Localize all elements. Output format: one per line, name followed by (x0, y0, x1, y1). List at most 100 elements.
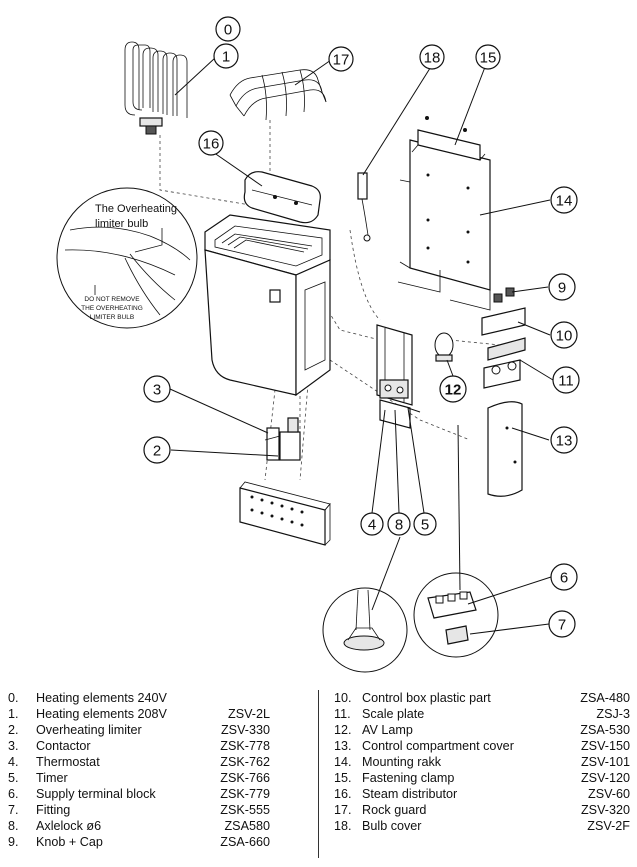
terminal-block-inset (413, 572, 499, 658)
part-number: 8. (8, 819, 19, 833)
part-number: 12. (334, 723, 352, 737)
parts-list-row: 8. Axlelock ø6 ZSA580 (8, 818, 270, 834)
part-number: 11. (334, 707, 351, 721)
callout-9-label: 9 (558, 280, 566, 297)
callout-16-label: 16 (203, 136, 220, 153)
callout-13-label: 13 (556, 433, 573, 450)
part-description: Fastening clamp (362, 771, 455, 785)
part-number: 5. (8, 771, 19, 785)
part-code: ZSK-762 (220, 755, 270, 769)
callout-5-label: 5 (421, 517, 429, 534)
part-number: 13. (334, 739, 352, 753)
inset-warning-line2: THE OVERHEATING (81, 305, 143, 312)
part-description: Scale plate (362, 707, 425, 721)
control-compartment-cover (487, 401, 523, 497)
part-description: Knob + Cap (36, 835, 103, 849)
heater-body (204, 214, 331, 397)
fastening-clamp (411, 116, 486, 161)
callout-7: 7 (548, 610, 576, 638)
callout-12: 12 (439, 375, 467, 403)
part-description: Overheating limiter (36, 723, 142, 737)
heating-elements (124, 41, 188, 135)
part-code: ZSV-2F (587, 819, 630, 833)
part-description: Heating elements 208V (36, 707, 167, 721)
part-number: 18. (334, 819, 352, 833)
part-description: Control box plastic part (362, 691, 491, 705)
parts-list-row: 4. Thermostat ZSK-762 (8, 754, 270, 770)
part-description: Mounting rakk (362, 755, 442, 769)
limiter-bulb-inset: The Overheating limiter bulb DO NOT REMO… (56, 187, 198, 329)
part-number: 0. (8, 691, 19, 705)
callout-6: 6 (550, 563, 578, 591)
part-code: ZSV-120 (580, 771, 630, 785)
part-description: AV Lamp (362, 723, 413, 737)
callout-14-label: 14 (556, 193, 573, 210)
callout-17: 17 (328, 46, 354, 72)
part-code: ZSV-330 (220, 723, 270, 737)
callout-17-label: 17 (333, 52, 350, 69)
callout-6-label: 6 (560, 570, 568, 587)
parts-list-row: 1. Heating elements 208V ZSV-2L (8, 706, 270, 722)
parts-list: 0.Heating elements 240V 1. Heating elemen… (0, 690, 637, 860)
callout-8-label: 8 (395, 517, 403, 534)
callout-leaders (169, 57, 554, 635)
callout-10: 10 (550, 321, 578, 349)
part-number: 10. (334, 691, 352, 705)
callout-14: 14 (550, 186, 578, 214)
callout-5: 5 (413, 512, 437, 536)
contactor-and-limiter (264, 417, 301, 461)
part-code: ZSK-766 (220, 771, 270, 785)
parts-list-row: 2. Overheating limiter ZSV-330 (8, 722, 270, 738)
callout-3-label: 3 (153, 382, 161, 399)
part-description: Control compartment cover (362, 739, 514, 753)
control-knobs-and-plates (481, 287, 526, 389)
part-description: Axlelock ø6 (36, 819, 102, 833)
parts-list-row: 11. Scale plate ZSJ-3 (334, 706, 630, 722)
part-code: ZSK-555 (220, 803, 270, 817)
part-number: 4. (8, 755, 19, 769)
control-box-frame (376, 324, 413, 429)
callout-11: 11 (552, 366, 580, 394)
part-code: ZSV-60 (588, 787, 630, 801)
part-description: Contactor (36, 739, 91, 753)
parts-list-row: 18. Bulb cover ZSV-2F (334, 818, 630, 834)
callout-13: 13 (550, 426, 578, 454)
part-number: 3. (8, 739, 19, 753)
av-lamp (434, 332, 454, 362)
part-description: Rock guard (362, 803, 427, 817)
mounting-rack (397, 139, 491, 311)
part-description: Thermostat (36, 755, 100, 769)
part-code: ZSJ-3 (596, 707, 630, 721)
callout-15: 15 (475, 44, 501, 70)
parts-list-row: 0.Heating elements 240V (8, 690, 270, 706)
parts-list-row: 10. Control box plastic part ZSA-480 (334, 690, 630, 706)
part-code: ZSK-778 (220, 739, 270, 753)
callout-4: 4 (360, 512, 384, 536)
part-number: 2. (8, 723, 19, 737)
part-description: Fitting (36, 803, 71, 817)
part-code: ZSV-2L (228, 707, 270, 721)
callout-0: 0 (215, 16, 241, 42)
part-number: 1. (8, 707, 19, 721)
part-number: 14. (334, 755, 352, 769)
part-code: ZSA580 (224, 819, 270, 833)
inset-warning-line1: DO NOT REMOVE (84, 296, 140, 303)
callout-15-label: 15 (480, 50, 497, 67)
part-code: ZSA-480 (580, 691, 630, 705)
callout-1: 1 (213, 43, 239, 69)
bottom-bracket (239, 481, 331, 546)
exploded-parts-diagram: The Overheating limiter bulb DO NOT REMO… (56, 16, 580, 673)
part-description: Bulb cover (362, 819, 422, 833)
part-number: 9. (8, 835, 19, 849)
callout-2-label: 2 (153, 443, 161, 460)
callout-7-label: 7 (558, 617, 566, 634)
steam-distributor (243, 171, 321, 224)
rock-guard (229, 69, 327, 121)
